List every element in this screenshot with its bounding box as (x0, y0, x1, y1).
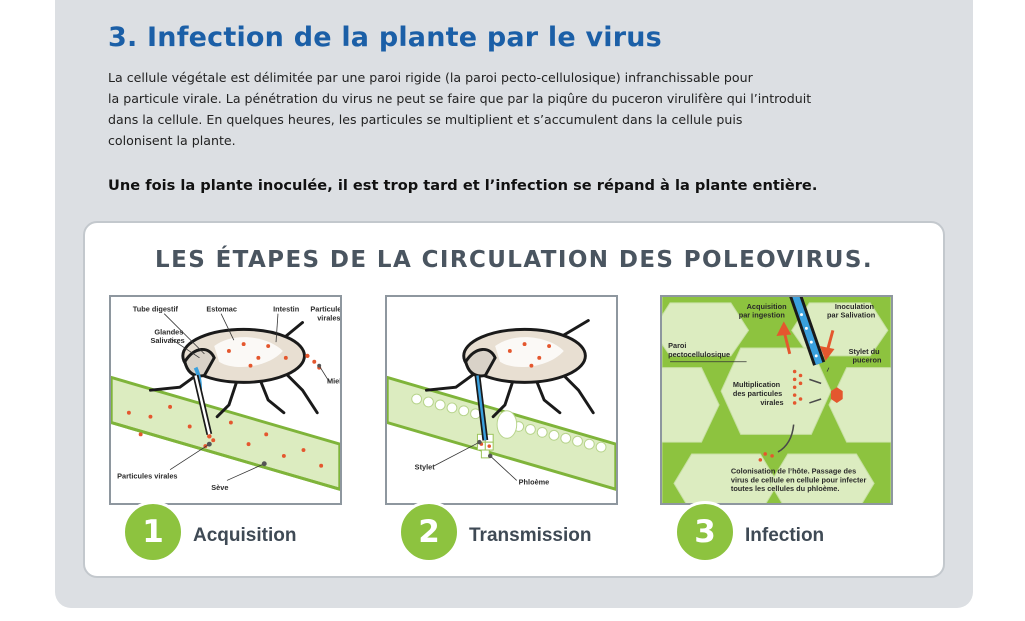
intro-paragraph: La cellule végétale est délimitée par un… (108, 67, 898, 151)
stage-2-illustration: Stylet Phloème (385, 295, 618, 505)
label-pectocellulosique: pectocellulosique (668, 350, 730, 359)
label-multiplication-2: des particules (733, 389, 782, 398)
label-particules-virales-bottom: Particules virales (117, 471, 177, 480)
label-intestin: Intestin (273, 305, 300, 314)
aphid-acquisition-drawing: Tube digestif Estomac Intestin Particule… (111, 305, 340, 492)
step-1-badge: 1 (122, 501, 184, 563)
label-inoculation-salivation: Inoculation (835, 302, 875, 311)
label-inoculation-salivation-2: par Salivation (827, 311, 876, 320)
label-colonisation-3: toutes les cellules du phloème. (731, 484, 840, 493)
cell-infection-drawing: Acquisition par ingestion Inoculation pa… (662, 297, 891, 503)
intro-line: colonisent la plante. (108, 133, 236, 148)
label-particules-virales-top: Particules (310, 305, 340, 314)
label-colonisation: Colonisation de l’hôte. Passage des (731, 467, 856, 476)
step-2-badge: 2 (398, 501, 460, 563)
section-title: 3. Infection de la plante par le virus (108, 22, 662, 53)
label-estomac: Estomac (206, 305, 237, 314)
label-stylet-puceron-2: puceron (853, 356, 882, 365)
label-particules-virales-top-2: virales (317, 314, 340, 323)
label-multiplication: Multiplication (733, 380, 781, 389)
stage-1-illustration: Tube digestif Estomac Intestin Particule… (109, 295, 342, 505)
label-salivaires: Salivaires (150, 336, 184, 345)
label-stylet: Stylet (415, 463, 436, 472)
intro-line: la particule virale. La pénétration du v… (108, 91, 812, 106)
step-3-badge: 3 (674, 501, 736, 563)
diagram-title: LES ÉTAPES DE LA CIRCULATION DES POLEOVI… (155, 247, 873, 273)
intro-line: dans la cellule. En quelques heures, les… (108, 112, 743, 127)
aphid-transmission-drawing: Stylet Phloème (387, 319, 616, 491)
step-3-label: Infection (745, 525, 825, 546)
diagram-card: LES ÉTAPES DE LA CIRCULATION DES POLEOVI… (83, 221, 945, 578)
step-2-label: Transmission (469, 525, 592, 546)
label-miellat: Miellat (327, 376, 340, 385)
label-phloeme: Phloème (519, 477, 550, 486)
label-seve: Sève (211, 483, 228, 492)
label-multiplication-3: virales (760, 398, 783, 407)
step-1-label: Acquisition (193, 525, 297, 546)
emphasis-statement: Une fois la plante inoculée, il est trop… (108, 177, 818, 194)
label-colonisation-2: virus de cellule en cellule pour infecte… (731, 475, 867, 484)
label-tube-digestif: Tube digestif (133, 305, 179, 314)
label-acquisition-ingestion: Acquisition (747, 302, 787, 311)
label-glandes: Glandes (154, 327, 183, 336)
label-paroi: Paroi (668, 341, 686, 350)
label-acquisition-ingestion-2: par ingestion (739, 311, 786, 320)
intro-line: La cellule végétale est délimitée par un… (108, 70, 753, 85)
label-stylet-puceron: Stylet du (849, 347, 880, 356)
stage-3-illustration: Acquisition par ingestion Inoculation pa… (660, 295, 893, 505)
